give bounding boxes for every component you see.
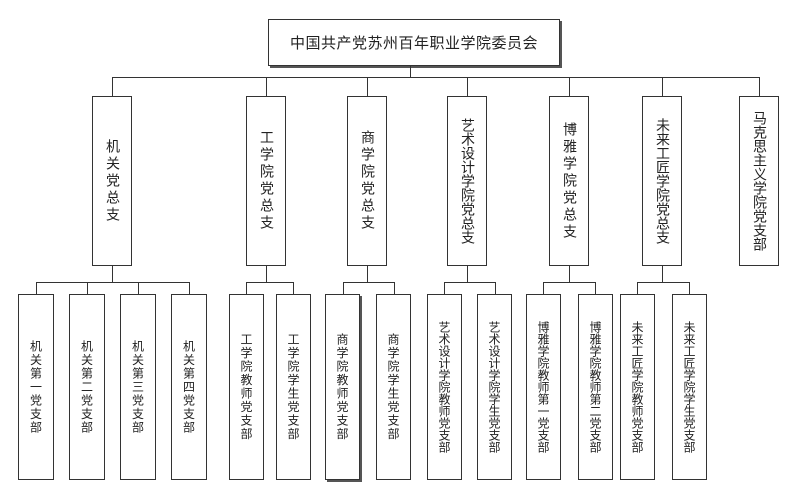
branch-6-connector bbox=[759, 77, 761, 96]
yishu-child-1-connector bbox=[495, 282, 497, 294]
branch-node-jiguan: 机关党总支 bbox=[92, 96, 132, 266]
branch-node-yishusheji: 艺术设计学院党总支 bbox=[447, 96, 487, 266]
level1-bus-connector bbox=[112, 77, 759, 79]
jiguan-branch-1-label: 机关第一党支部 bbox=[28, 339, 43, 435]
boya-bus-connector bbox=[543, 282, 595, 284]
jiguan-branch-1-node: 机关第一党支部 bbox=[18, 294, 54, 480]
branch-node-shangxueyuan: 商学院党总支 bbox=[347, 96, 387, 266]
jiguan-branch-3-node: 机关第三党支部 bbox=[120, 294, 156, 480]
gong-student-branch-label: 工学院学生党支部 bbox=[286, 333, 300, 441]
branch-label-boya: 博雅学院党总支 bbox=[561, 121, 577, 241]
gong-student-branch-node: 工学院学生党支部 bbox=[276, 294, 311, 480]
branch-node-boya: 博雅学院党总支 bbox=[549, 96, 589, 266]
boya-child-1-connector bbox=[595, 282, 597, 294]
branch-4-connector bbox=[569, 77, 571, 96]
shang-teacher-branch-node: 商学院教师党支部 bbox=[325, 294, 360, 480]
jiguan-branch-2-label: 机关第二党支部 bbox=[79, 339, 94, 435]
gong-child-0-connector bbox=[246, 282, 248, 294]
boya-teacher-2-branch-node: 博雅学院教师第二党支部 bbox=[578, 294, 613, 480]
gong-bus-connector bbox=[246, 282, 293, 284]
jiguan-down-connector bbox=[112, 266, 114, 282]
branch-label-makesi: 马克思主义学院党支部 bbox=[751, 111, 767, 251]
yishu-student-branch-node: 艺术设计学院学生党支部 bbox=[477, 294, 512, 480]
jiguan-child-0-connector bbox=[36, 282, 38, 294]
root-committee-node: 中国共产党苏州百年职业学院委员会 bbox=[268, 19, 560, 66]
branch-2-connector bbox=[367, 77, 369, 96]
jiguan-branch-2-node: 机关第二党支部 bbox=[69, 294, 105, 480]
weilai-bus-connector bbox=[637, 282, 689, 284]
branch-5-connector bbox=[662, 77, 664, 96]
gong-teacher-branch-node: 工学院教师党支部 bbox=[229, 294, 264, 480]
shang-student-branch-node: 商学院学生党支部 bbox=[376, 294, 411, 480]
branch-0-connector bbox=[112, 77, 114, 96]
jiguan-branch-4-node: 机关第四党支部 bbox=[171, 294, 207, 480]
jiguan-child-2-connector bbox=[138, 282, 140, 294]
branch-label-jiguan: 机关党总支 bbox=[104, 138, 120, 224]
branch-node-weilaigongjiang: 未来工匠学院党总支 bbox=[642, 96, 682, 266]
boya-teacher-1-branch-label: 博雅学院教师第一党支部 bbox=[536, 321, 550, 453]
yishu-student-branch-label: 艺术设计学院学生党支部 bbox=[487, 321, 501, 453]
branch-label-yishusheji: 艺术设计学院党总支 bbox=[459, 118, 475, 244]
jiguan-branch-4-label: 机关第四党支部 bbox=[181, 339, 196, 435]
yishu-down-connector bbox=[467, 266, 469, 282]
gong-child-1-connector bbox=[293, 282, 295, 294]
yishu-bus-connector bbox=[444, 282, 495, 284]
branch-3-connector bbox=[467, 77, 469, 96]
shang-bus-connector bbox=[343, 282, 394, 284]
gong-down-connector bbox=[266, 266, 268, 282]
root-committee-label: 中国共产党苏州百年职业学院委员会 bbox=[289, 34, 538, 52]
shang-teacher-branch-label: 商学院教师党支部 bbox=[335, 333, 349, 441]
shang-child-0-connector bbox=[343, 282, 345, 294]
weilai-student-branch-node: 未来工匠学院学生党支部 bbox=[672, 294, 707, 480]
yishu-child-0-connector bbox=[444, 282, 446, 294]
weilai-child-1-connector bbox=[689, 282, 691, 294]
branch-1-connector bbox=[266, 77, 268, 96]
branch-node-gongxueyuan: 工学院党总支 bbox=[246, 96, 286, 266]
gong-teacher-branch-label: 工学院教师党支部 bbox=[239, 333, 253, 441]
jiguan-bus-connector bbox=[36, 282, 189, 284]
branch-label-shangxueyuan: 商学院党总支 bbox=[359, 130, 375, 232]
boya-teacher-2-branch-label: 博雅学院教师第二党支部 bbox=[588, 321, 602, 453]
weilai-teacher-branch-node: 未来工匠学院教师党支部 bbox=[620, 294, 655, 480]
shang-student-branch-label: 商学院学生党支部 bbox=[386, 333, 400, 441]
boya-down-connector bbox=[569, 266, 571, 282]
root-down-connector bbox=[410, 66, 412, 77]
jiguan-child-3-connector bbox=[189, 282, 191, 294]
branch-label-gongxueyuan: 工学院党总支 bbox=[258, 130, 274, 232]
weilai-teacher-branch-label: 未来工匠学院教师党支部 bbox=[630, 321, 644, 453]
weilai-child-0-connector bbox=[637, 282, 639, 294]
jiguan-branch-3-label: 机关第三党支部 bbox=[130, 339, 145, 435]
branch-label-weilaigongjiang: 未来工匠学院党总支 bbox=[654, 118, 670, 244]
branch-node-makesi: 马克思主义学院党支部 bbox=[739, 96, 779, 266]
weilai-down-connector bbox=[662, 266, 664, 282]
shang-down-connector bbox=[367, 266, 369, 282]
jiguan-child-1-connector bbox=[87, 282, 89, 294]
boya-child-0-connector bbox=[543, 282, 545, 294]
weilai-student-branch-label: 未来工匠学院学生党支部 bbox=[682, 321, 696, 453]
yishu-teacher-branch-label: 艺术设计学院教师党支部 bbox=[437, 321, 451, 453]
yishu-teacher-branch-node: 艺术设计学院教师党支部 bbox=[427, 294, 462, 480]
shang-child-1-connector bbox=[394, 282, 396, 294]
boya-teacher-1-branch-node: 博雅学院教师第一党支部 bbox=[526, 294, 561, 480]
